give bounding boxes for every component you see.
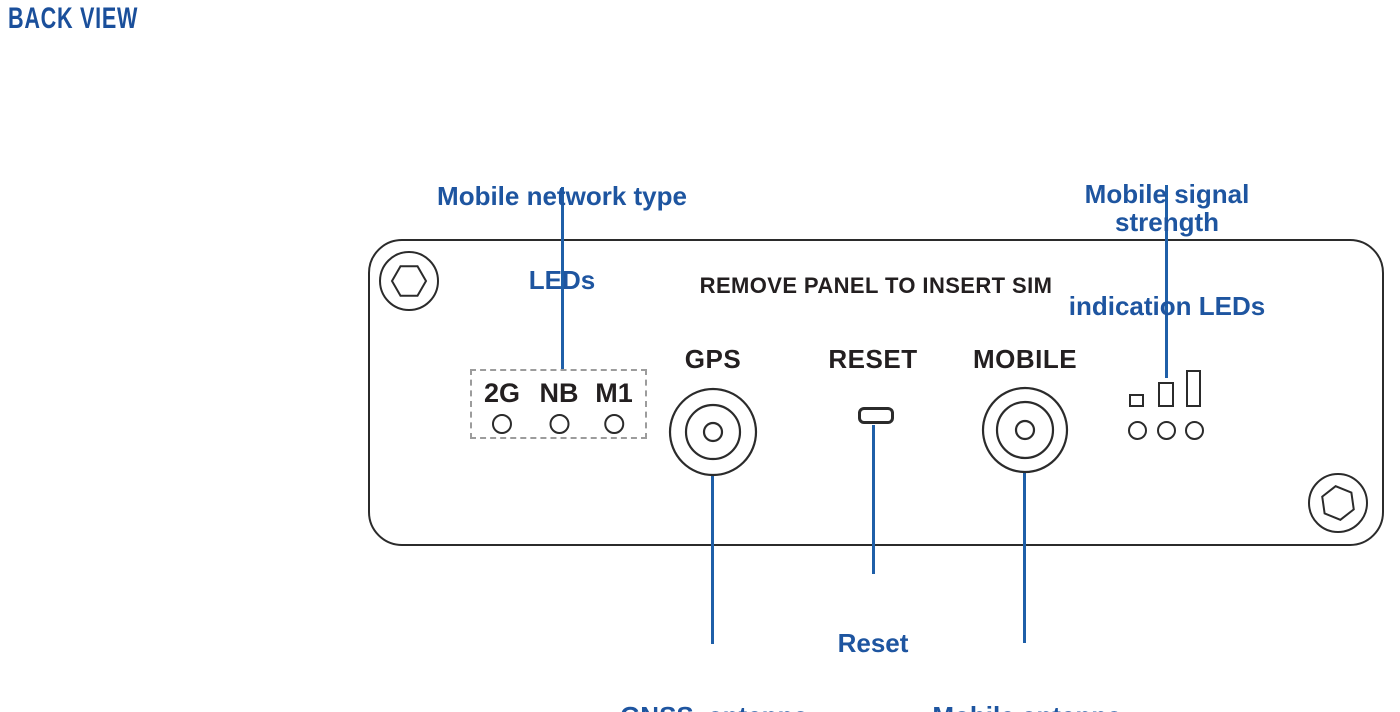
- signal-bar-icon-large: [1186, 370, 1201, 407]
- reset-button-shape: [858, 407, 894, 424]
- led-circle-icon: [549, 414, 569, 434]
- reset-label: RESET: [828, 344, 918, 374]
- led-circle-icon: [492, 414, 512, 434]
- callout-signal-strength-leds: Mobile signal strength indication LEDs: [1051, 124, 1284, 376]
- callout-text-line: GNSS antenna: [620, 702, 808, 712]
- sim-notice-text: REMOVE PANEL TO INSERT SIM: [699, 273, 1053, 298]
- gps-label: GPS: [684, 344, 742, 374]
- callout-network-type-leds: Mobile network type LEDs: [437, 126, 687, 350]
- callout-line-mobile-antenna: [1023, 471, 1026, 643]
- device-panel: [368, 239, 1384, 546]
- signal-bar-icon-small: [1129, 394, 1144, 407]
- signal-led-icon: [1185, 421, 1204, 440]
- callout-reset-button: Reset button: [833, 573, 914, 712]
- callout-text-line: LEDs: [528, 265, 596, 295]
- gnss-antenna-connector-icon: [668, 387, 758, 477]
- mobile-antenna-connector-icon: [981, 386, 1069, 474]
- led-label-2g: 2G: [483, 378, 521, 408]
- network-leds-box: 2G NB M1: [470, 369, 647, 439]
- signal-led-icon: [1157, 421, 1176, 440]
- callout-text-line: Reset: [837, 628, 909, 658]
- callout-gnss-connector: GNSS antenna connector: [620, 646, 808, 712]
- led-circle-icon: [603, 414, 624, 434]
- page-title: BACK VIEW: [8, 2, 139, 35]
- led-group-m1: M1: [595, 378, 633, 434]
- callout-mobile-connector: Mobile antenna connector: [932, 646, 1121, 712]
- led-label-nb: NB: [539, 378, 579, 408]
- led-group-nb: NB: [540, 378, 579, 434]
- callout-line-reset: [872, 425, 875, 574]
- hex-screw-icon-top-left: [379, 251, 439, 311]
- mobile-label: MOBILE: [972, 344, 1078, 374]
- led-group-2g: 2G: [484, 378, 520, 434]
- callout-text-line: Mobile signal strength: [1084, 179, 1257, 237]
- callout-text-line: indication LEDs: [1068, 291, 1266, 321]
- led-label-m1: M1: [595, 378, 633, 408]
- callout-line-gnss: [711, 474, 714, 644]
- callout-text-line: Mobile antenna: [932, 702, 1121, 712]
- signal-bar-icon-medium: [1158, 382, 1174, 407]
- callout-line-signal-strength: [1165, 185, 1168, 378]
- signal-led-icon: [1128, 421, 1147, 440]
- callout-text-line: Mobile network type: [437, 181, 687, 211]
- hex-screw-icon-bottom-right: [1308, 473, 1368, 533]
- callout-line-network-type: [561, 187, 564, 369]
